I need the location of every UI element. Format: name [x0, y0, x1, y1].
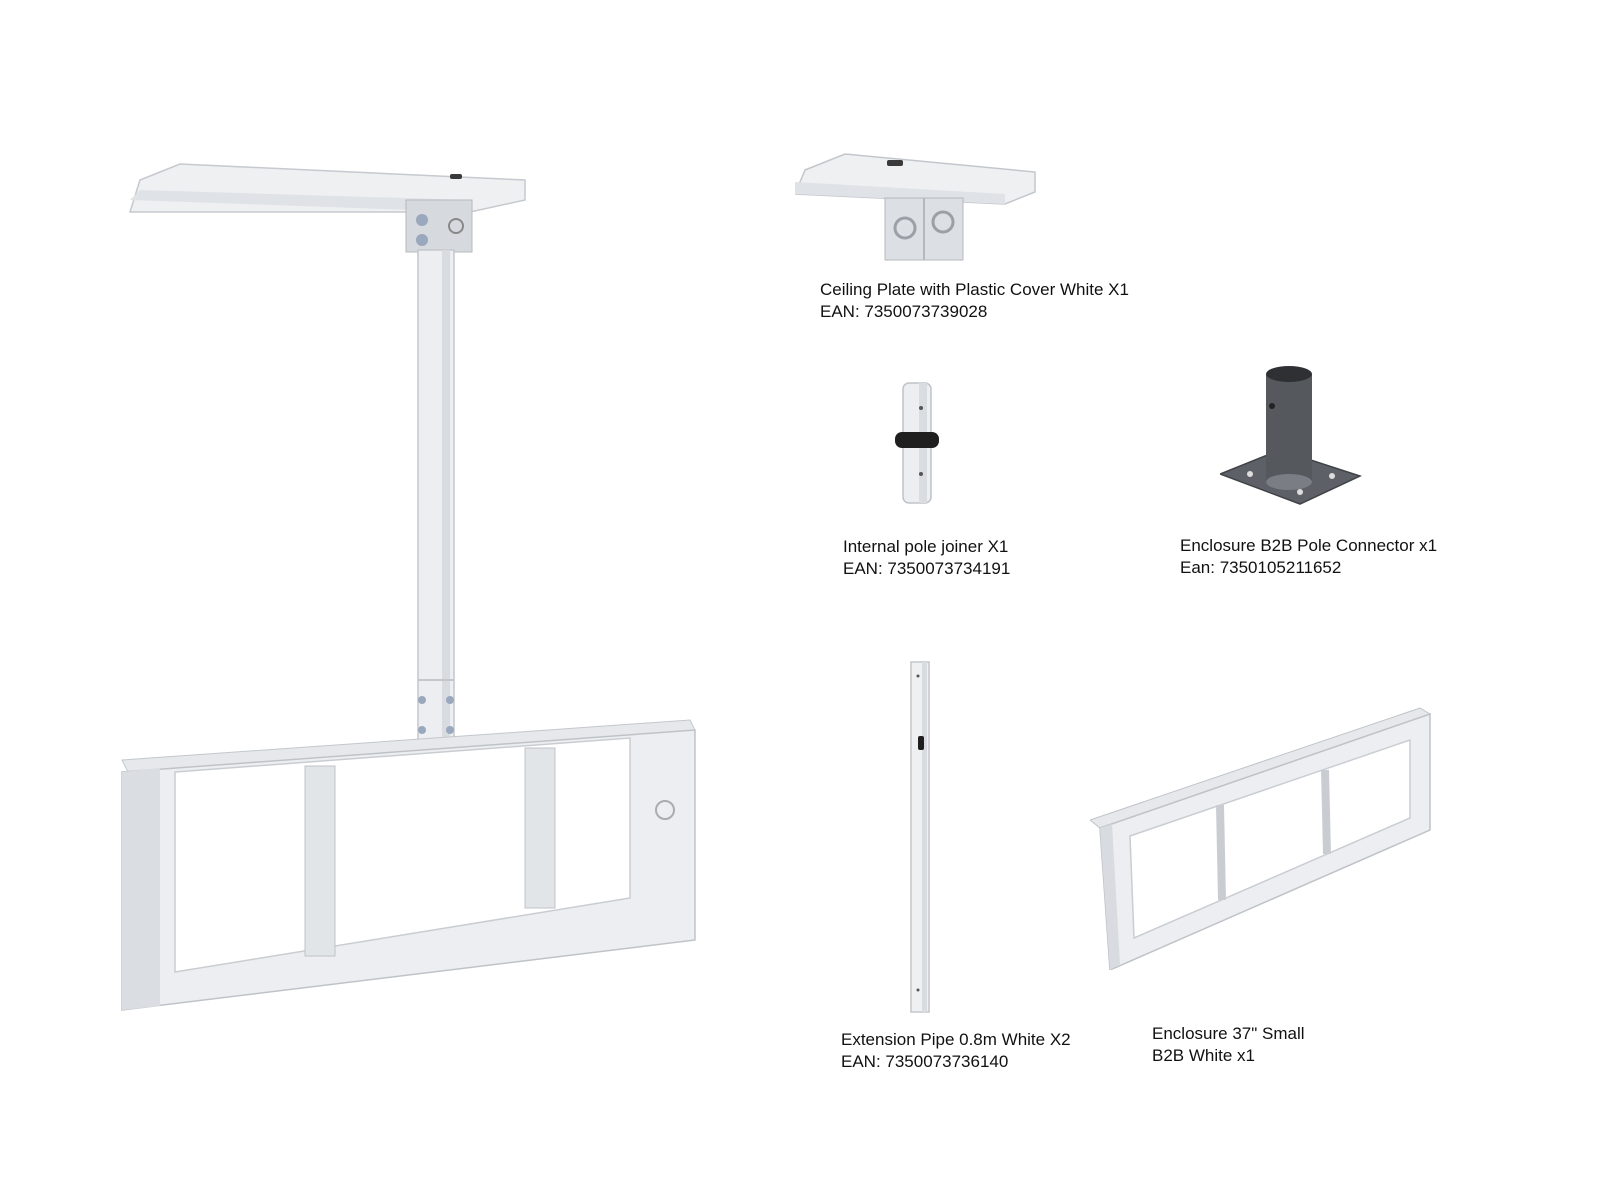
small-enclosure-image: [1090, 707, 1432, 970]
small-enclosure-name: Enclosure 37" Small: [1152, 1024, 1305, 1043]
pole-connector-ean: Ean: 7350105211652: [1180, 558, 1342, 577]
ceiling-plate-ean: EAN: 7350073739028: [820, 302, 988, 321]
extension-pipe-ean: EAN: 7350073736140: [841, 1052, 1009, 1071]
extension-pipe-image: [910, 661, 930, 1013]
pole-joiner-ean: EAN: 7350073734191: [843, 559, 1011, 578]
pole-joiner-caption: Internal pole joiner X1 EAN: 73500737341…: [843, 536, 1010, 580]
pole-joiner-name: Internal pole joiner X1: [843, 537, 1009, 556]
ceiling-plate-image: [795, 153, 1036, 261]
pole-connector-name: Enclosure B2B Pole Connector x1: [1180, 536, 1438, 555]
internal-pole-joiner-image: [895, 382, 939, 504]
ceiling-plate-name: Ceiling Plate with Plastic Cover White X…: [820, 280, 1129, 299]
ceiling-plate-caption: Ceiling Plate with Plastic Cover White X…: [820, 279, 1129, 323]
pole-connector-caption: Enclosure B2B Pole Connector x1 Ean: 735…: [1180, 535, 1437, 579]
small-enclosure-variant: B2B White x1: [1152, 1046, 1255, 1065]
small-enclosure-caption: Enclosure 37" Small B2B White x1: [1152, 1023, 1305, 1067]
assembled-ceiling-mount-image: [121, 163, 696, 1011]
extension-pipe-caption: Extension Pipe 0.8m White X2 EAN: 735007…: [841, 1029, 1071, 1073]
extension-pipe-name: Extension Pipe 0.8m White X2: [841, 1030, 1071, 1049]
enclosure-pole-connector-image: [1220, 366, 1363, 505]
